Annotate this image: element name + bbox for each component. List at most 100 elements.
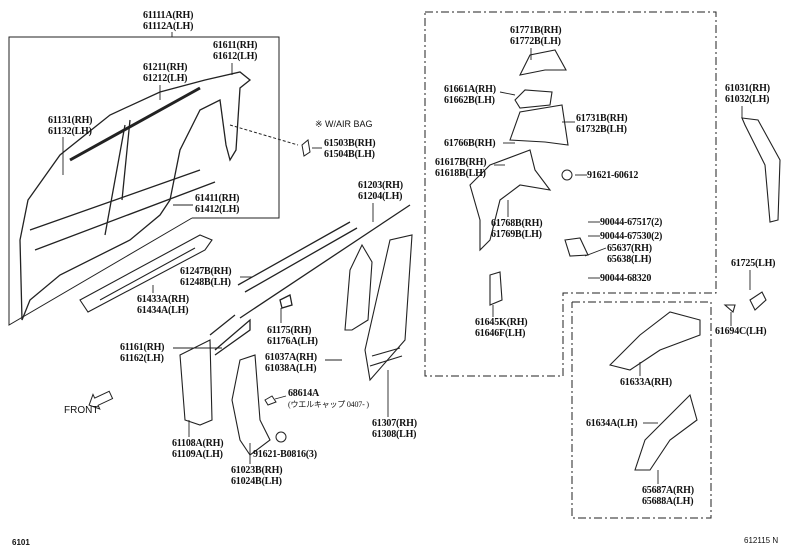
label-part-number: 91621-60612 xyxy=(587,170,639,181)
group-box-side-panel xyxy=(8,36,280,326)
label-61031[interactable]: 61031(RH)61032(LH) xyxy=(725,83,770,105)
label-lh: 61032(LH) xyxy=(725,94,770,105)
label-lh: 61308(LH) xyxy=(372,429,417,440)
label-lh: 61412(LH) xyxy=(195,204,240,215)
label-61211[interactable]: 61211(RH)61212(LH) xyxy=(143,62,188,84)
label-61111A[interactable]: 61111A(RH)61112A(LH) xyxy=(143,10,193,32)
label-part-number: 90044-68320 xyxy=(600,273,652,284)
label-61161[interactable]: 61161(RH)61162(LH) xyxy=(120,342,165,364)
label-65637[interactable]: 65637(RH)65638(LH) xyxy=(607,243,652,265)
label-61307[interactable]: 61307(RH)61308(LH) xyxy=(372,418,417,440)
airbag-bracket-part xyxy=(229,124,311,157)
label-lh: 61772B(LH) xyxy=(510,36,561,47)
label-part-number: 90044-67517(2) xyxy=(600,217,663,228)
label-rh: 61307(RH) xyxy=(372,418,417,429)
label-61725[interactable]: 61725(LH) xyxy=(731,258,776,269)
label-68614A[interactable]: 68614A(ウエルキャップ 0407- ) xyxy=(288,388,369,410)
label-61768B[interactable]: 61768B(RH)61769B(LH) xyxy=(491,218,543,240)
label-lh: 61646F(LH) xyxy=(475,328,526,339)
group-box-wheelhouse-liner xyxy=(571,301,712,519)
label-rh: 61211(RH) xyxy=(143,62,188,73)
label-61037A[interactable]: 61037A(RH)61038A(LH) xyxy=(265,352,317,374)
label-91621-60612[interactable]: 91621-60612 xyxy=(587,170,638,181)
rocker-reinforcement-part xyxy=(79,234,213,313)
label-rh: 61611(RH) xyxy=(213,40,258,51)
bolt-marker-icon xyxy=(561,169,573,181)
label-rh: 61503B(RH) xyxy=(324,138,376,149)
label-rh: 61023B(RH) xyxy=(231,465,283,476)
label-rh: 61771B(RH) xyxy=(510,25,562,36)
front-label: FRONT xyxy=(64,405,99,416)
label-61611[interactable]: 61611(RH)61612(LH) xyxy=(213,40,258,62)
label-61633A[interactable]: 61633A(RH) xyxy=(620,377,672,388)
label-61617B[interactable]: 61617B(RH)61618B(LH) xyxy=(435,157,487,179)
label-lh: 61434A(LH) xyxy=(137,305,189,316)
front-arrow-icon xyxy=(88,390,114,410)
label-61131[interactable]: 61131(RH)61132(LH) xyxy=(48,115,93,137)
label-rh: 61411(RH) xyxy=(195,193,240,204)
label-61634A[interactable]: 61634A(LH) xyxy=(586,418,638,429)
label-61175[interactable]: 61175(RH)61176A(LH) xyxy=(267,325,318,347)
label-rh: 61731B(RH) xyxy=(576,113,628,124)
label-lh: 61212(LH) xyxy=(143,73,188,84)
label-lh: 61132(LH) xyxy=(48,126,92,137)
label-91621-B0816[interactable]: 91621-B0816(3) xyxy=(253,449,317,460)
label-61771B[interactable]: 61771B(RH)61772B(LH) xyxy=(510,25,562,47)
label-61645K[interactable]: 61645K(RH)61646F(LH) xyxy=(475,317,528,339)
label-61023B[interactable]: 61023B(RH)61024B(LH) xyxy=(231,465,283,487)
bolt-marker-icon xyxy=(275,431,287,443)
label-lh: 61176A(LH) xyxy=(267,336,318,347)
label-lh: 61504B(LH) xyxy=(324,149,375,160)
label-61694C[interactable]: 61694C(LH) xyxy=(715,326,767,337)
label-rh: 61111A(RH) xyxy=(143,10,194,21)
label-90044-67530[interactable]: 90044-67530(2) xyxy=(600,231,662,242)
label-rh: 61617B(RH) xyxy=(435,157,487,168)
label-rh: 61203(RH) xyxy=(358,180,403,191)
label-lh: 61769B(LH) xyxy=(491,229,542,240)
label-61433A[interactable]: 61433A(RH)61434A(LH) xyxy=(137,294,189,316)
label-lh: 61662B(LH) xyxy=(444,95,495,106)
label-rh: 61161(RH) xyxy=(120,342,165,353)
label-lh: 61112A(LH) xyxy=(143,21,194,32)
label-rh: 61645K(RH) xyxy=(475,317,528,328)
wheelhouse-liner-parts xyxy=(608,311,701,471)
label-61411[interactable]: 61411(RH)61412(LH) xyxy=(195,193,240,215)
label-61203[interactable]: 61203(RH)61204(LH) xyxy=(358,180,403,202)
label-lh: 61725(LH) xyxy=(731,258,776,269)
label-lh: 61694C(LH) xyxy=(715,326,767,337)
label-61731B[interactable]: 61731B(RH)61732B(LH) xyxy=(576,113,628,135)
label-61108A[interactable]: 61108A(RH)61109A(LH) xyxy=(172,438,224,460)
airbag-note: ※ W/AIR BAG xyxy=(315,119,373,129)
label-rh: 61661A(RH) xyxy=(444,84,496,95)
label-rh: 65687A(RH) xyxy=(642,485,694,496)
page-code: 6101 xyxy=(12,538,30,547)
label-rh: 61766B(RH) xyxy=(444,138,496,149)
label-applicability-note: (ウエルキャップ 0407- ) xyxy=(288,400,369,409)
label-rh: 61108A(RH) xyxy=(172,438,224,449)
label-rh: 61247B(RH) xyxy=(180,266,232,277)
label-61503B[interactable]: 61503B(RH)61504B(LH) xyxy=(324,138,376,160)
label-part-number: 90044-67530(2) xyxy=(600,231,663,242)
label-rh: 61037A(RH) xyxy=(265,352,317,363)
label-rh: 61768B(RH) xyxy=(491,218,543,229)
group-box-rear-wheelhouse xyxy=(424,11,717,377)
label-65687A[interactable]: 65687A(RH)65688A(LH) xyxy=(642,485,694,507)
roof-rail-parts xyxy=(209,204,411,356)
label-90044-67517[interactable]: 90044-67517(2) xyxy=(600,217,662,228)
label-lh: 61612(LH) xyxy=(213,51,258,62)
figure-code: 612115 N xyxy=(744,536,779,545)
side-panel-part xyxy=(19,71,252,321)
label-lh: 61162(LH) xyxy=(120,353,164,364)
label-61247B[interactable]: 61247B(RH)61248B(LH) xyxy=(180,266,232,288)
label-rh: 61131(RH) xyxy=(48,115,93,126)
leader-lines xyxy=(62,32,751,484)
rear-wheelhouse-parts xyxy=(469,49,781,313)
label-61766B[interactable]: 61766B(RH) xyxy=(444,138,496,149)
label-part-number: 91621-B0816(3) xyxy=(253,449,317,460)
label-90044-68320[interactable]: 90044-68320 xyxy=(600,273,651,284)
label-part-number: 68614A xyxy=(288,388,320,399)
label-lh: 61732B(LH) xyxy=(576,124,627,135)
label-lh: 61204(LH) xyxy=(358,191,403,202)
label-61661A[interactable]: 61661A(RH)61662B(LH) xyxy=(444,84,496,106)
